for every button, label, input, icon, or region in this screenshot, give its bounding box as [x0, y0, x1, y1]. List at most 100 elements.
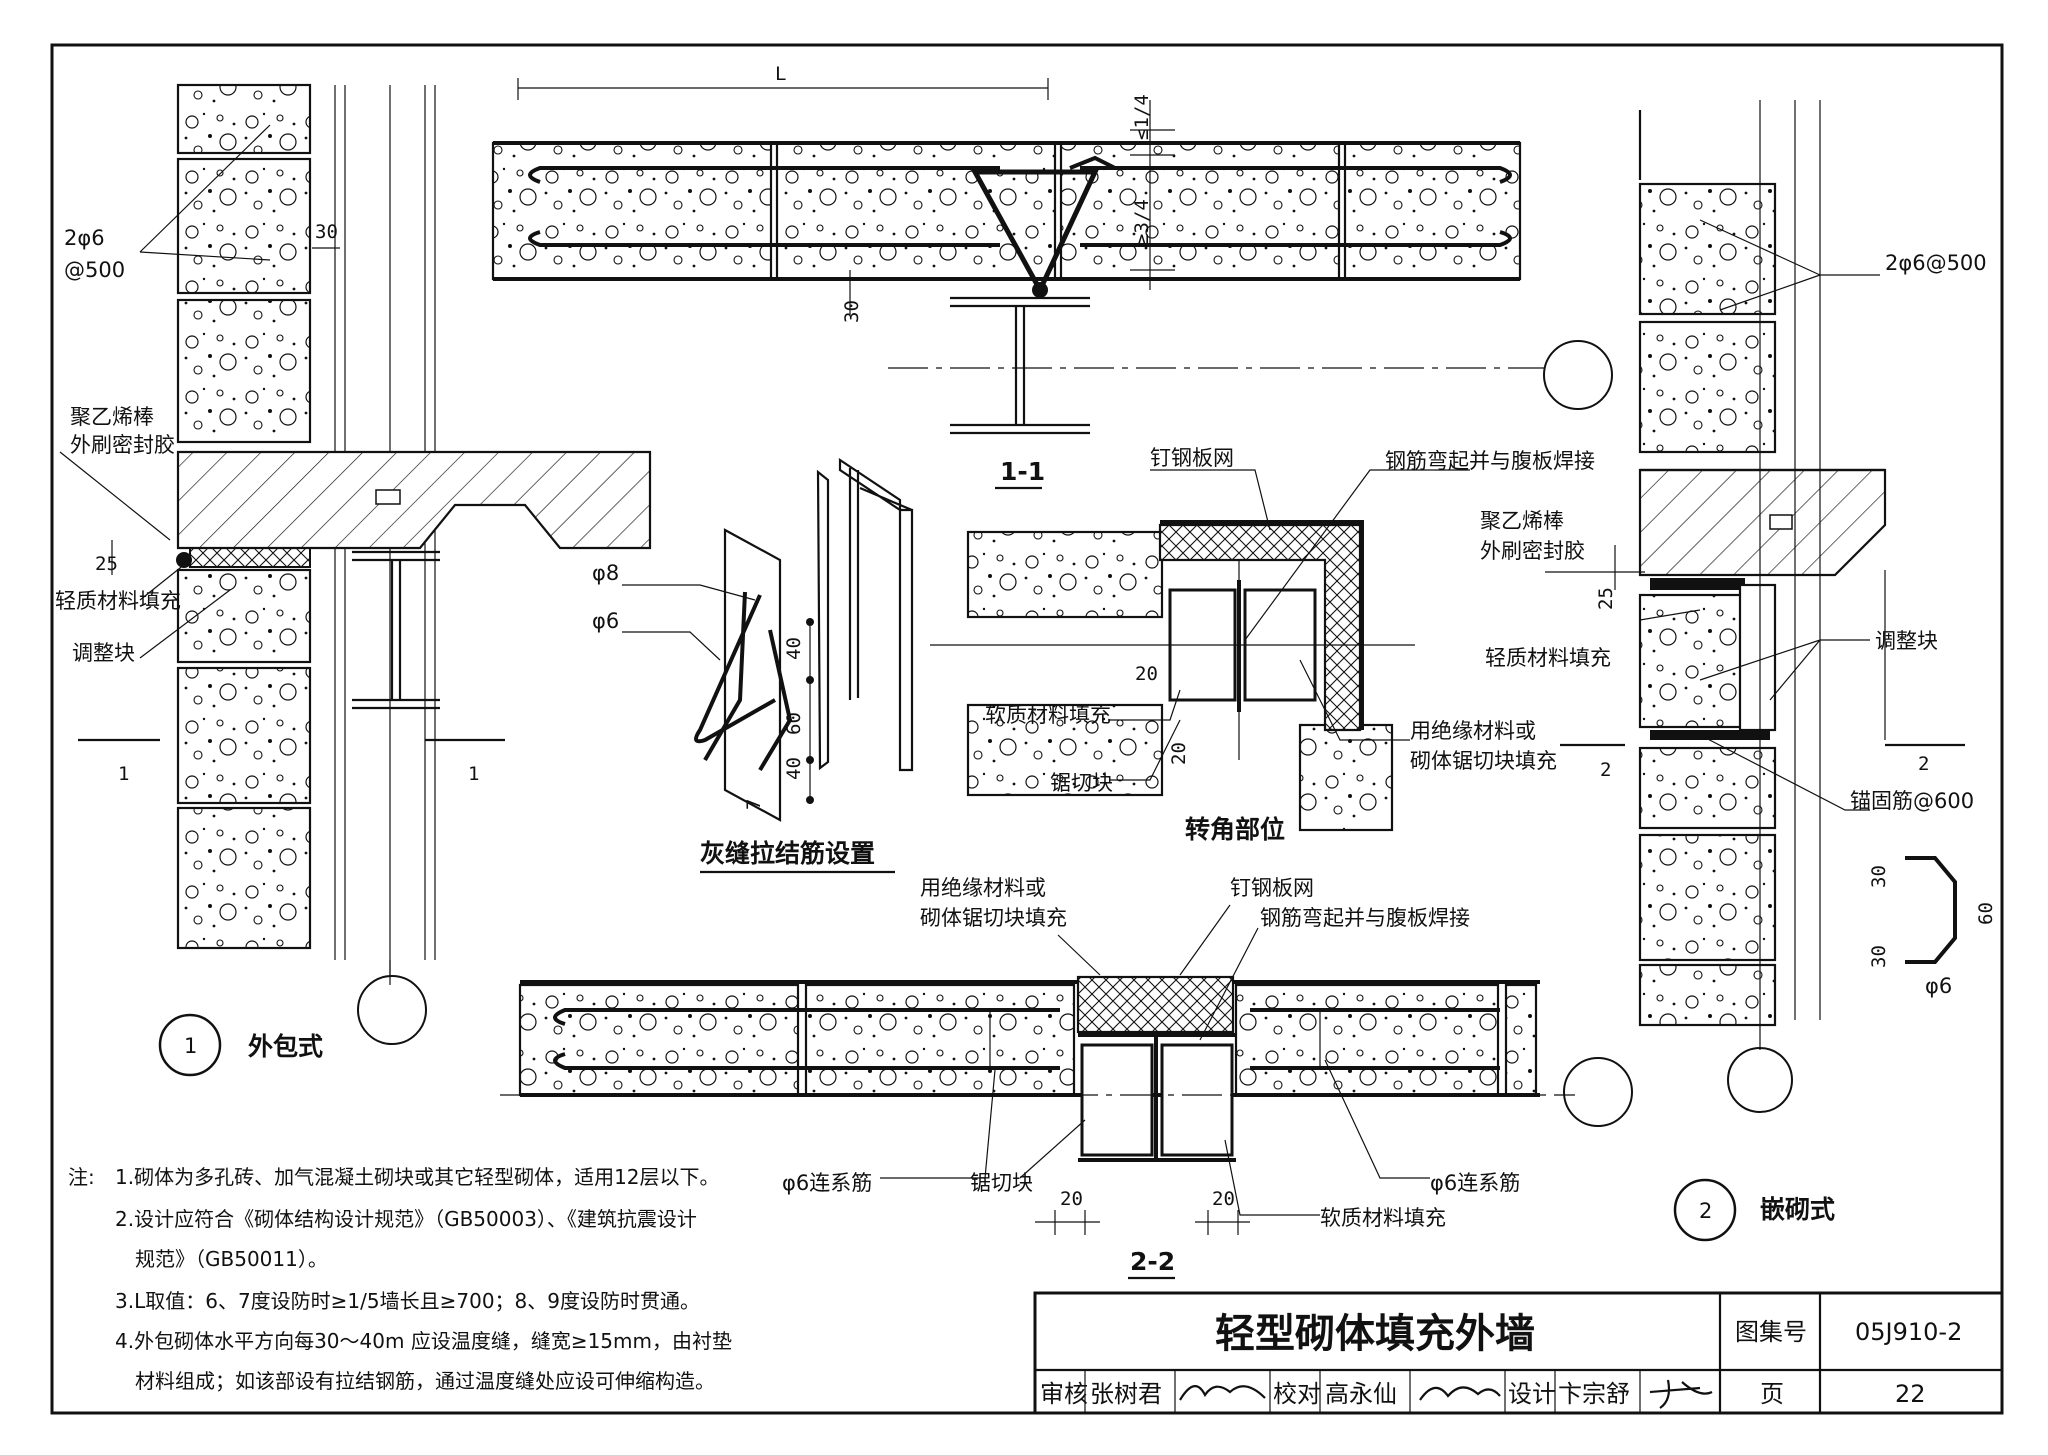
s22-steel-1	[1080, 1043, 1154, 1157]
sheet-border	[50, 43, 2004, 1415]
d2-dim-30b: 30	[1868, 945, 1890, 968]
detail-1-badge	[158, 1013, 222, 1077]
s22-dim-20b: 20	[1212, 1188, 1235, 1210]
d2-steel	[1738, 583, 1777, 732]
d2-block-e	[1638, 833, 1777, 962]
tie-dim-7: 7	[743, 799, 765, 810]
s11-block-a	[491, 141, 773, 281]
title-block: 轻型砌体填充外墙 图集号 05J910-2 审核 张树君 校对 高永仙 设计 卞…	[1033, 1291, 2004, 1415]
page-value: 22	[1895, 1380, 1926, 1408]
d2-block-a	[1638, 182, 1777, 316]
notes-head: 注:	[68, 1165, 95, 1189]
reviewer-name: 张树君	[1090, 1380, 1162, 1408]
block-1f	[176, 806, 312, 950]
designer-signature	[1649, 1379, 1713, 1409]
d2-block-f	[1638, 963, 1777, 1027]
corner-block-right	[1298, 723, 1394, 832]
s22-dim-20a: 20	[1060, 1188, 1083, 1210]
atlas-value: 05J910-2	[1855, 1318, 1962, 1346]
note-3: 3.L取值：6、7度设防时≥1/5墙长且≥700；8、9度设防时贯通。	[115, 1289, 700, 1313]
light-fill-strip	[189, 546, 311, 568]
s11-block-b	[775, 141, 1057, 281]
s22-tie-left-label: φ6连系筋	[782, 1171, 872, 1195]
s11-dim-30: 30	[841, 300, 863, 323]
d1-at500-label: @500	[64, 258, 125, 282]
block-1d	[176, 568, 312, 664]
anchor-bar-shape	[1905, 856, 1957, 964]
s22-soft-label: 软质材料填充	[1320, 1206, 1446, 1230]
tie-setting-detail: φ8 φ6 40 60 40 7 灰缝拉结筋设置	[592, 457, 914, 874]
corner-dim-20a: 20	[1135, 663, 1158, 685]
axis-bubble-s11	[1543, 340, 1613, 410]
s11-block-d	[1343, 141, 1522, 281]
sheet-title: 轻型砌体填充外墙	[1215, 1311, 1535, 1357]
detail-2-title: 嵌砌式	[1760, 1195, 1835, 1224]
atlas-label: 图集号	[1735, 1318, 1807, 1346]
corner-title: 转角部位	[1185, 815, 1285, 844]
s22-block-d	[1504, 983, 1538, 1097]
detail-2-embedded: 2 2 2φ6@500 聚乙烯棒 外刷密封胶 25 轻质材料填充 调整块 锚固筋…	[1480, 100, 1997, 1242]
section-2-2: 用绝缘材料或 砌体锯切块填充 钉钢板网 钢筋弯起并与腹板焊接 φ6连系筋 锯切块…	[500, 876, 1633, 1280]
section-1-1: L ≤1/4 ≥3/4 30 1-1	[491, 63, 1613, 490]
d1-fill-label: 轻质材料填充	[55, 589, 181, 613]
detail-1-outer-wrap: 1 1 2φ6 @500 30 聚乙烯棒 外刷密封胶 25 轻质材料填充 调整块…	[55, 83, 652, 1077]
corner-mesh-label: 钉钢板网	[1150, 446, 1234, 470]
s22-tie-right-label: φ6连系筋	[1430, 1171, 1520, 1195]
axis-bubble-1	[357, 975, 427, 1045]
d1-dim-30: 30	[315, 221, 338, 243]
note-4a: 4.外包砌体水平方向每30～40m 应设温度缝，缝宽≥15mm，由衬垫	[115, 1329, 732, 1353]
corner-block-top	[966, 530, 1164, 619]
section-1-1-title: 1-1	[1000, 457, 1045, 486]
s22-block-a	[518, 983, 800, 1097]
page-label: 页	[1760, 1380, 1784, 1408]
corner-insul-label-1: 用绝缘材料或	[1410, 719, 1536, 743]
checker-name: 高永仙	[1325, 1380, 1397, 1408]
d1-adjust-label: 调整块	[72, 641, 135, 665]
tie-phi6: φ6	[592, 609, 619, 633]
dim-quarter: ≤1/4	[1131, 94, 1153, 140]
s22-block-c	[1234, 983, 1500, 1097]
floor-slab-1	[176, 450, 652, 550]
s22-weld-label: 钢筋弯起并与腹板焊接	[1260, 906, 1470, 930]
block-1c	[176, 298, 312, 444]
detail-2-badge	[1673, 1178, 1737, 1242]
d2-dim-60: 60	[1975, 902, 1997, 925]
tie-setting-title: 灰缝拉结筋设置	[700, 839, 875, 868]
cut-label-1-right: 1	[468, 763, 479, 785]
notes: 注: 1.砌体为多孔砖、加气混凝土砌块或其它轻型砌体，适用12层以下。 2.设计…	[68, 1165, 732, 1393]
d2-2phi6-label: 2φ6@500	[1885, 251, 1987, 275]
cut-label-2-right: 2	[1918, 753, 1929, 775]
design-label: 设计	[1508, 1380, 1556, 1408]
tie-dim-40b: 40	[783, 757, 805, 780]
designer-name: 卞宗舒	[1558, 1380, 1630, 1408]
reviewer-signature	[1179, 1385, 1266, 1401]
d2-phi6: φ6	[1925, 974, 1952, 998]
d2-dim-30a: 30	[1868, 865, 1890, 888]
tie-dim-40a: 40	[783, 637, 805, 660]
d1-dim-25: 25	[95, 553, 118, 575]
d1-rod-label-1: 聚乙烯棒	[70, 405, 154, 429]
detail-1-title: 外包式	[248, 1032, 323, 1061]
d1-2phi6-label: 2φ6	[64, 226, 105, 250]
corner-soft-label: 软质材料填充	[985, 703, 1111, 727]
triangle-tie	[970, 169, 1099, 296]
block-1e	[176, 666, 312, 805]
corner-detail: 钉钢板网 钢筋弯起并与腹板焊接 软质材料填充 20 20 锯切块 用绝缘材料或 …	[930, 446, 1595, 844]
column-3d	[816, 457, 914, 772]
s22-insul-label-1: 用绝缘材料或	[920, 876, 1046, 900]
dim-threequarter: ≥3/4	[1131, 199, 1153, 245]
note-2b: 规范》（GB50011）。	[135, 1247, 328, 1271]
block-1b	[176, 157, 312, 295]
d2-dim-25: 25	[1595, 587, 1617, 610]
d2-adjust-label: 调整块	[1875, 629, 1938, 653]
detail-1-badge-number: 1	[184, 1034, 197, 1058]
dim-L: L	[775, 63, 786, 85]
s11-steel-beam	[950, 296, 1090, 435]
d2-rod-label-2: 外刷密封胶	[1480, 539, 1585, 563]
s22-mesh	[1076, 975, 1235, 1034]
d2-rod-label-1: 聚乙烯棒	[1480, 509, 1564, 533]
axis-bubble-2	[1727, 1047, 1793, 1113]
cut-label-2-left: 2	[1600, 759, 1611, 781]
d2-anchor-label: 锚固筋@600	[1850, 789, 1974, 813]
